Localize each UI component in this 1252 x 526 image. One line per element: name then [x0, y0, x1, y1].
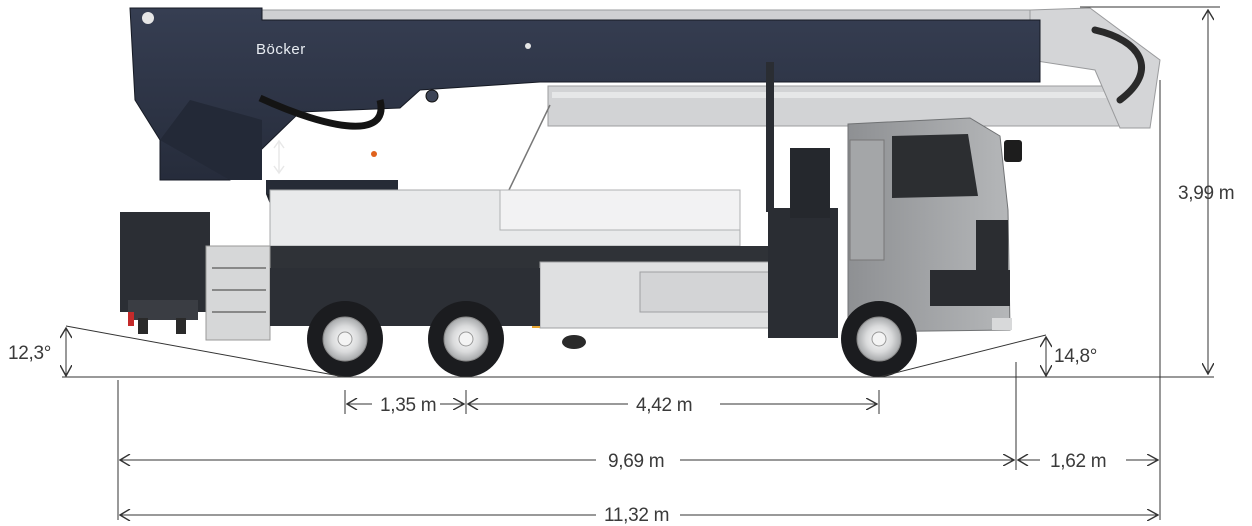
body-platform — [205, 148, 838, 341]
approach-angle-line — [65, 325, 346, 378]
rear-wheel-2 — [428, 301, 504, 377]
boom-extension — [261, 7, 1161, 129]
departure-angle-line — [878, 334, 1047, 378]
boom-support-column — [766, 62, 774, 212]
length-without-overhang-label: 9,69 m — [608, 451, 664, 472]
brand-logo: Böcker — [256, 41, 306, 58]
axle-spacing-label: 1,35 m — [380, 395, 436, 416]
departure-angle-label: 14,8° — [1054, 346, 1097, 367]
tank — [562, 335, 586, 349]
wheelbase-label: 4,42 m — [636, 395, 692, 416]
height-label: 3,99 m — [1178, 183, 1234, 204]
rear-outrigger — [120, 212, 210, 334]
front-wheel — [841, 301, 917, 377]
dimension-lines — [62, 6, 1220, 520]
front-overhang-label: 1,62 m — [1050, 451, 1106, 472]
up-down-arrow-icon — [273, 139, 285, 175]
cable — [507, 104, 551, 193]
rear-wheel-1 — [307, 301, 383, 377]
overall-length-label: 11,32 m — [604, 505, 669, 526]
truck-illustration: Böcker — [120, 7, 1161, 377]
approach-angle-label: 12,3° — [8, 343, 51, 364]
main-boom: Böcker — [129, 7, 1041, 181]
truck-cab — [847, 117, 1022, 333]
